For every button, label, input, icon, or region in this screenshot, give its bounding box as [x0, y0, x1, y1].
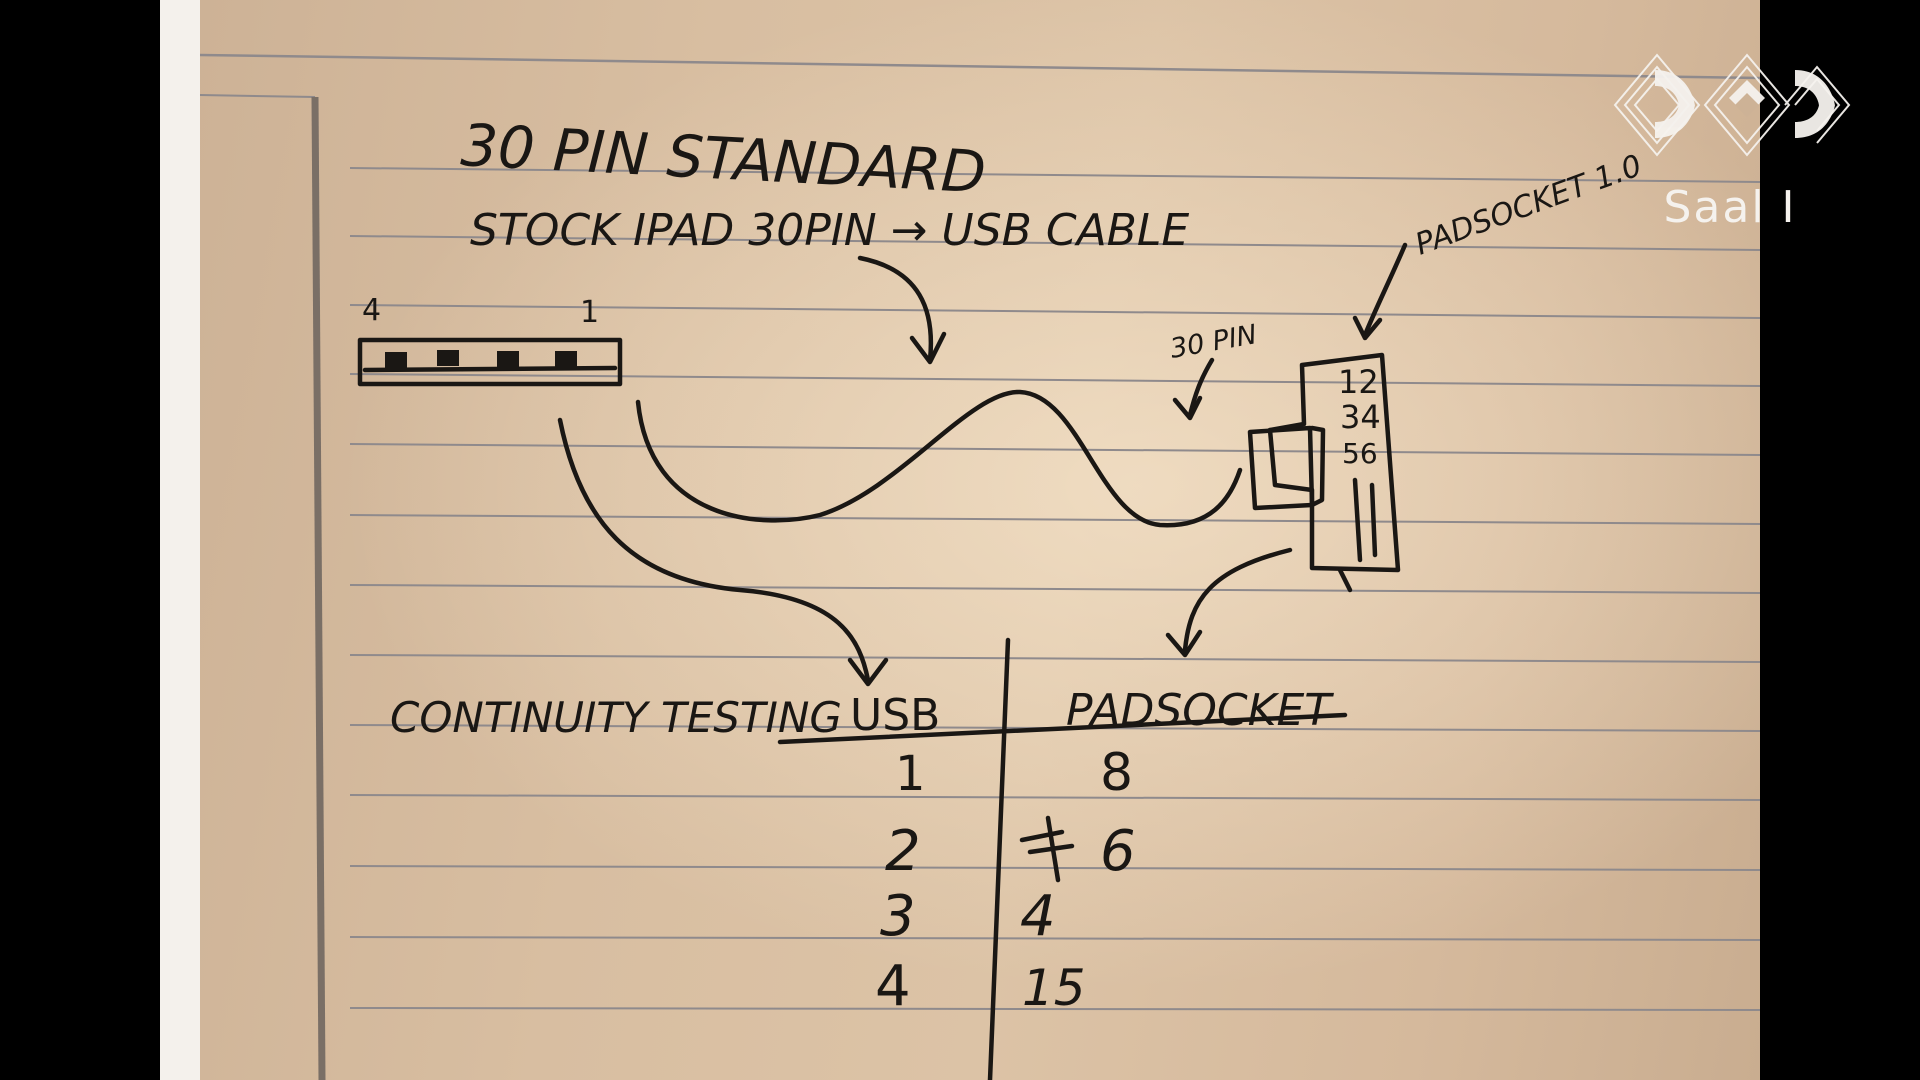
left-white-border	[160, 0, 200, 1080]
table-header-rule	[777, 712, 1348, 745]
socket-pins-34: 34	[1340, 398, 1381, 436]
usb-plug-drawing	[357, 337, 623, 387]
table-row-usb: 4	[875, 954, 911, 1019]
logo-text: Saal I	[1663, 182, 1797, 233]
connector-label: 30 PIN	[1168, 319, 1259, 365]
table-row-padsocket: 4	[1020, 884, 1056, 949]
margin-line	[311, 96, 326, 1080]
padsocket-pointer-arrow	[1362, 242, 1408, 338]
table-row-padsocket: 6	[1100, 819, 1136, 884]
socket-pins-56: 56	[1342, 437, 1378, 470]
table-row-padsocket: 8	[1100, 743, 1133, 803]
notebook-paper: 30 PIN STANDARD STOCK IPAD 30PIN → USB C…	[200, 0, 1760, 1080]
cable-pointer-arrow	[857, 255, 934, 363]
cccamp-diamond-logo-icon	[1613, 53, 1851, 157]
table-row-padsocket: 15	[1022, 959, 1086, 1017]
connector-pointer-arrow	[1187, 357, 1215, 418]
notes-subtitle: STOCK IPAD 30PIN → USB CABLE	[470, 205, 1189, 256]
table-row-usb: 1	[895, 746, 926, 802]
table-header-usb: USB	[850, 690, 940, 741]
continuity-table: USB PADSOCKET 1 8 2 6 3 4 4 15	[777, 637, 1348, 1080]
padsocket-drawing	[1267, 352, 1401, 593]
page-inner-edge	[200, 94, 316, 98]
crossed-out-digit	[1019, 815, 1075, 883]
pin-label-1: 1	[580, 295, 599, 330]
table-divider	[987, 637, 1011, 1080]
table-row-usb: 2	[885, 819, 921, 884]
socket-to-table-arrow	[1182, 547, 1293, 653]
notes-title: 30 PIN STANDARD	[459, 111, 987, 206]
table-header-padsocket: PADSOCKET	[1066, 685, 1334, 736]
cable-drawing	[635, 389, 1243, 528]
page-top-edge	[200, 53, 1760, 80]
usb-to-table-arrow	[557, 417, 871, 683]
right-black-border	[1760, 0, 1920, 1080]
handwritten-notes: 30 PIN STANDARD STOCK IPAD 30PIN → USB C…	[200, 53, 1760, 1080]
pin-label-4: 4	[362, 293, 381, 328]
ruled-lines	[349, 167, 1760, 1011]
socket-pins-12: 12	[1338, 363, 1379, 401]
continuity-label: CONTINUITY TESTING	[390, 693, 842, 742]
table-row-usb: 3	[880, 884, 916, 949]
